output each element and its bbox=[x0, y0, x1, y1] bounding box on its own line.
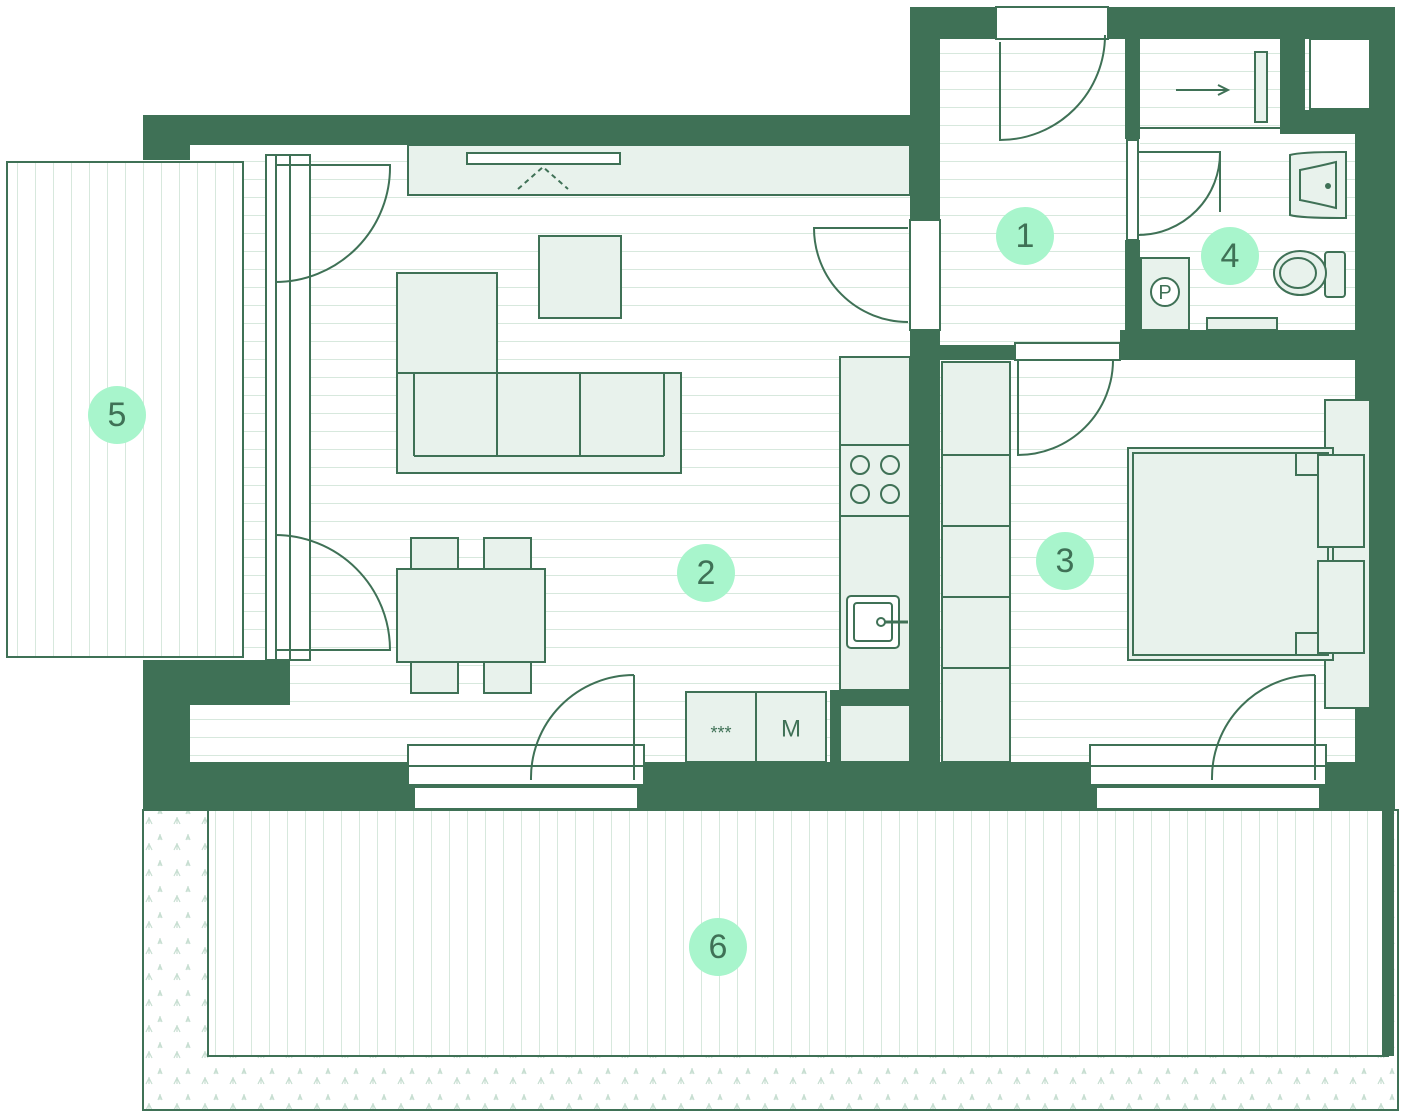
room-badge-6: 6 bbox=[689, 918, 747, 976]
room-badge-3: 3 bbox=[1036, 532, 1094, 590]
living-furniture bbox=[396, 144, 911, 694]
washer-icon: P bbox=[1158, 282, 1171, 304]
m-label: M bbox=[781, 716, 801, 743]
room-badge-2: 2 bbox=[677, 544, 735, 602]
svg-text:6: 6 bbox=[709, 928, 728, 966]
walls bbox=[143, 7, 1395, 810]
bathroom-fixtures bbox=[1140, 51, 1347, 331]
openings bbox=[265, 6, 1327, 810]
terrace-6 bbox=[142, 809, 1399, 1111]
svg-text:1: 1 bbox=[1016, 217, 1035, 255]
star-label: *** bbox=[710, 723, 731, 743]
room-badge-1: 1 bbox=[996, 207, 1054, 265]
svg-text:3: 3 bbox=[1056, 542, 1075, 580]
room-badge-5: 5 bbox=[88, 386, 146, 444]
svg-text:4: 4 bbox=[1221, 237, 1240, 275]
door-swings bbox=[274, 34, 1316, 781]
bedroom-furniture bbox=[941, 361, 1371, 763]
kitchen bbox=[685, 356, 911, 763]
svg-text:5: 5 bbox=[108, 396, 127, 434]
room-badge-4: 4 bbox=[1201, 227, 1259, 285]
svg-text:2: 2 bbox=[697, 554, 716, 592]
